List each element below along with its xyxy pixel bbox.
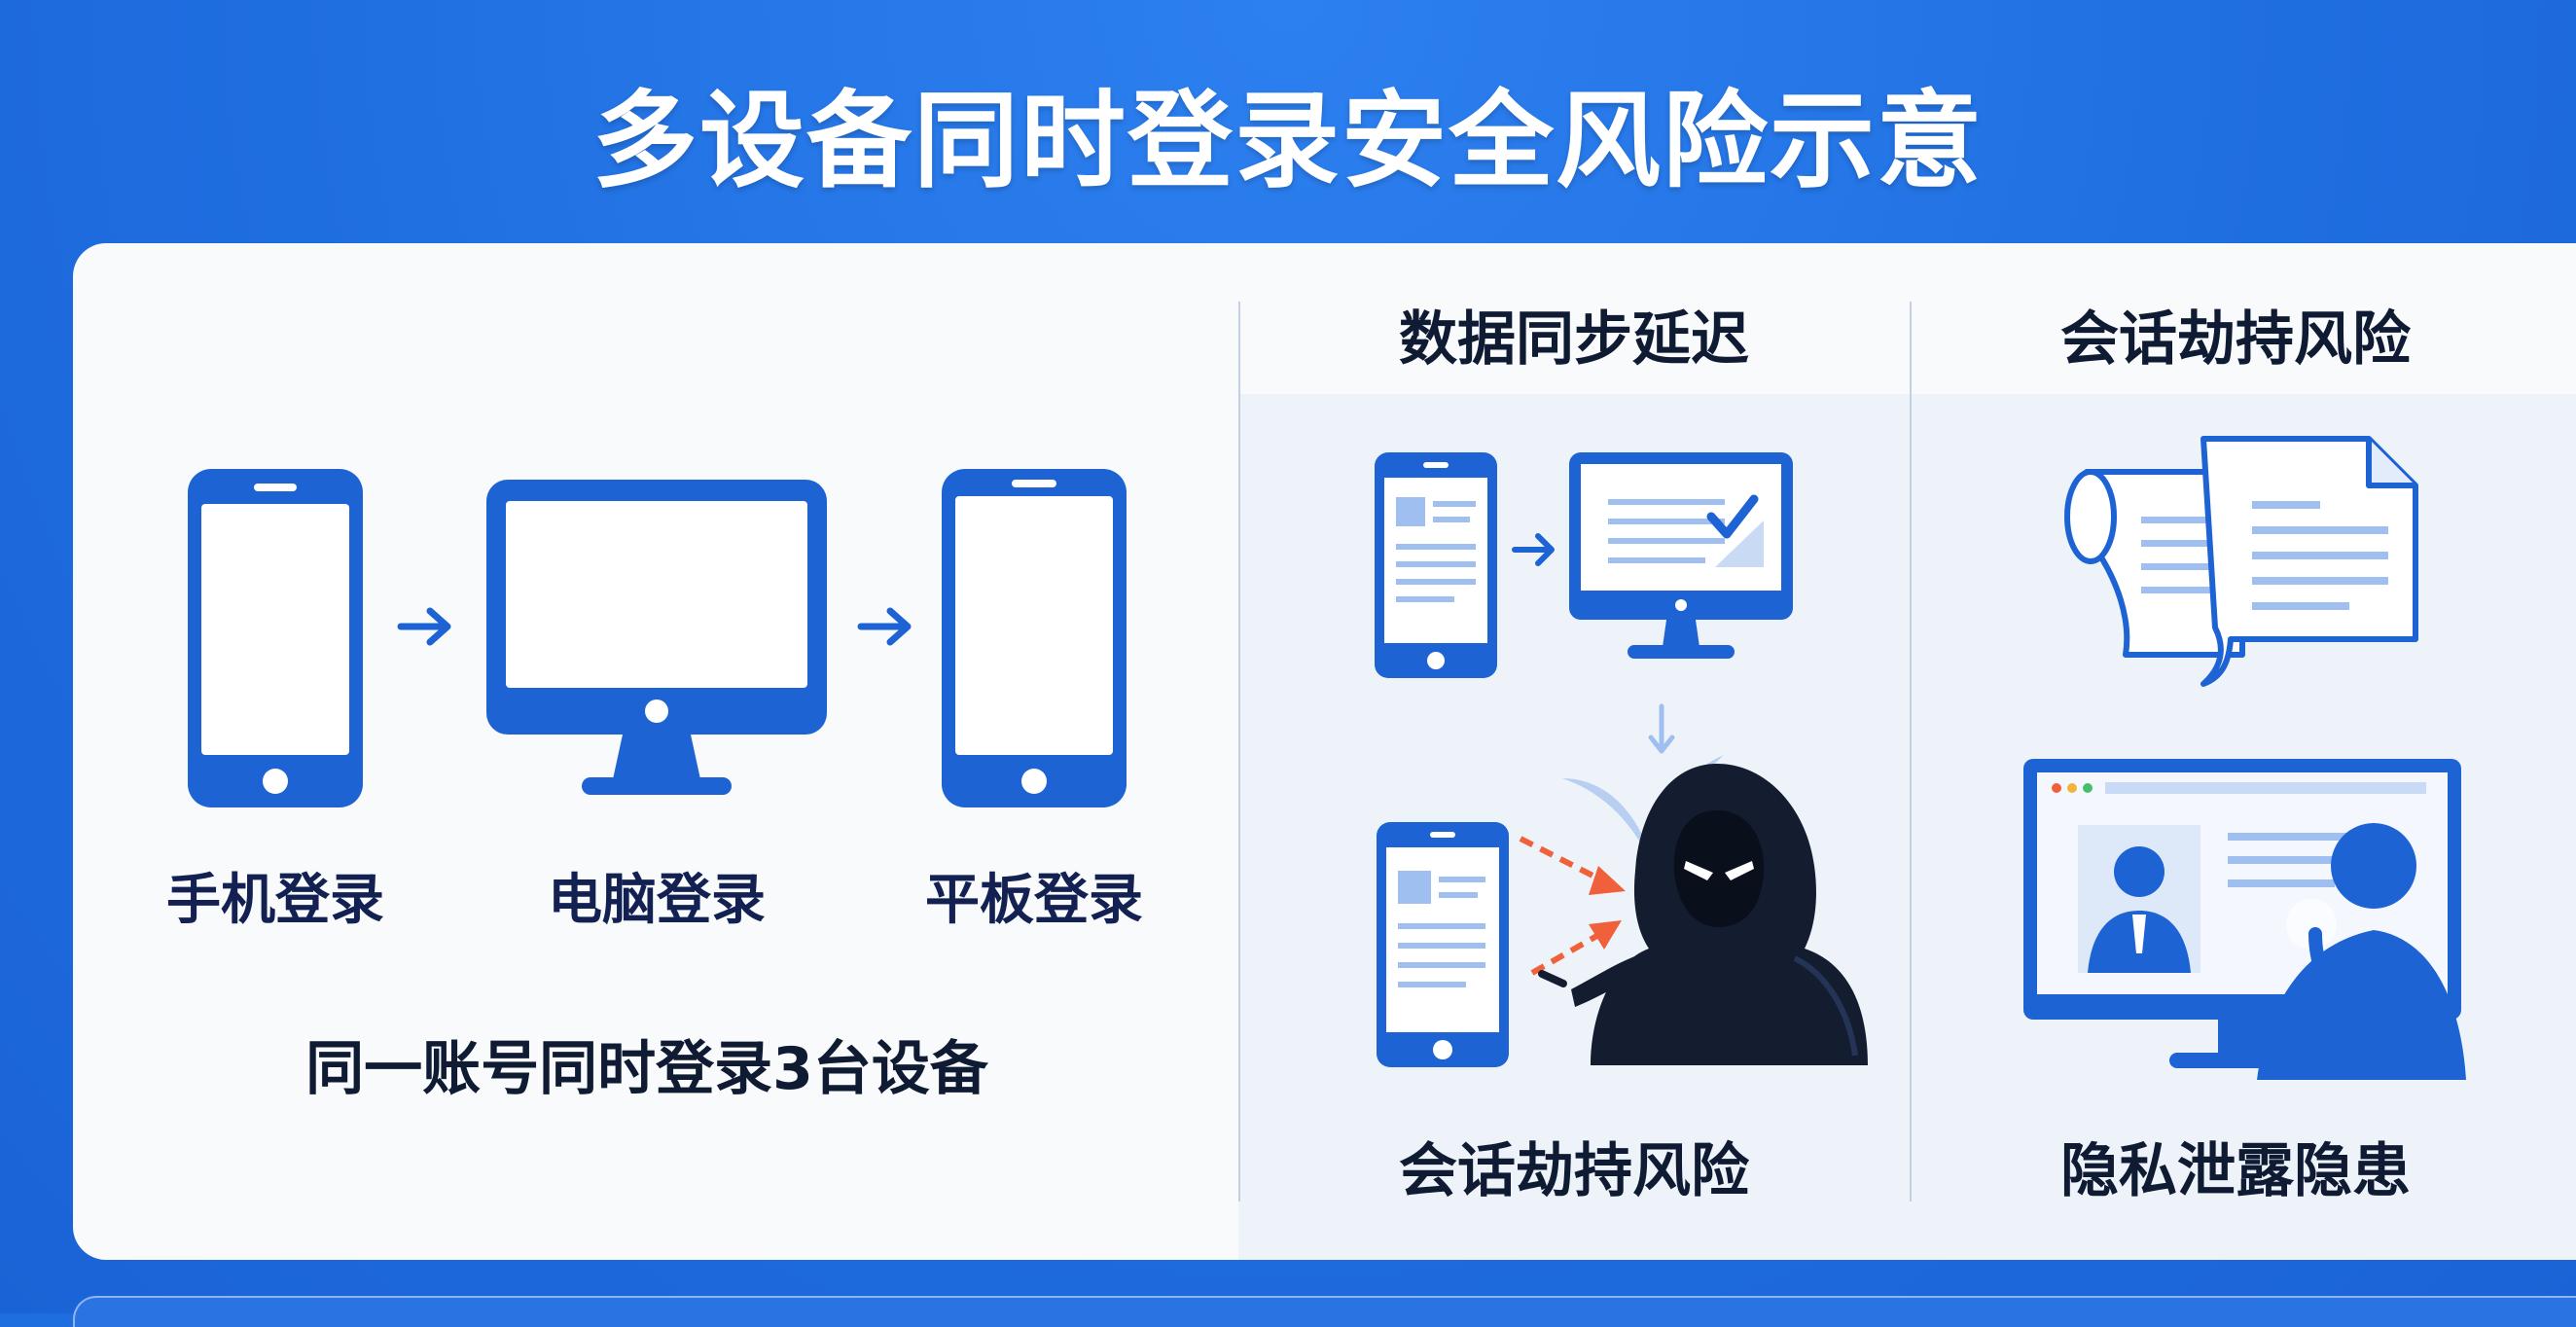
footer-strip: [73, 1296, 2576, 1327]
attack-arrow-icon: [1519, 836, 1626, 976]
page-title: 多设备同时登录安全风险示意: [591, 81, 1984, 202]
phone-icon: [188, 469, 363, 807]
tablet-icon: [942, 469, 1127, 807]
phone-with-document-icon: [1375, 452, 1497, 678]
diagram-card: 手机登录 电脑登录 平板登录 同一账号同时登录3台设备 数据同步延迟: [73, 243, 2576, 1260]
device-label-computer: 电脑登录: [548, 869, 766, 932]
device-label-tablet: 平板登录: [925, 869, 1143, 932]
privacy-leak-caption: 隐私泄露隐患: [2060, 1137, 2411, 1205]
sync-delay-header: 数据同步延迟: [1399, 305, 1749, 374]
documents-icon: [2064, 436, 2418, 687]
summary-text: 同一账号同时登录3台设备: [305, 1035, 988, 1103]
divider-right: [1910, 302, 1912, 1201]
down-arrow-icon: [1648, 703, 1675, 754]
arrow-right-icon-2: [857, 607, 912, 646]
monitor-icon: [486, 480, 827, 795]
phone-target-icon: [1377, 822, 1509, 1067]
sync-arrow-icon: [1512, 533, 1555, 566]
divider-left: [1238, 302, 1240, 1201]
hacker-icon: [1538, 764, 1868, 1065]
arrow-right-icon: [397, 607, 451, 646]
session-hijack-header: 会话劫持风险: [2060, 305, 2411, 374]
monitor-synced-icon: [1569, 452, 1793, 659]
privacy-leak-icon: [2023, 759, 2466, 1080]
session-hijack-caption: 会话劫持风险: [1399, 1137, 1749, 1205]
device-label-phone: 手机登录: [166, 869, 384, 932]
